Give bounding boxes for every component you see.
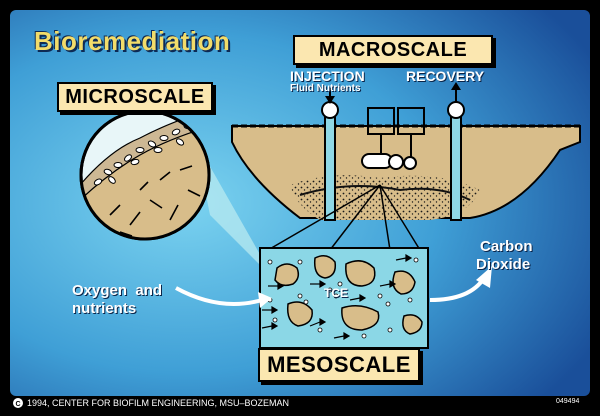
page-title: Bioremediation xyxy=(34,26,231,56)
carbon-label-line2: Dioxide xyxy=(476,256,531,273)
oxygen-label-line1: Oxygen and xyxy=(72,282,163,299)
oxygen-label-line2: nutrients xyxy=(72,300,137,317)
copyright-text: 1994, CENTER FOR BIOFILM ENGINEERING, MS… xyxy=(27,398,290,408)
microscale-magnifier xyxy=(79,109,211,241)
fluid-nutrients-label: Fluid Nutrients xyxy=(290,83,361,94)
svg-text:C: C xyxy=(15,401,20,408)
macroscale-label: MACROSCALE xyxy=(293,35,493,65)
mesoscale-panel xyxy=(259,247,429,349)
ground-cross-section xyxy=(231,124,581,220)
slide-id: 049494 xyxy=(556,398,580,405)
carbon-dioxide-arrow xyxy=(429,266,492,302)
tce-label: TCE xyxy=(324,286,348,300)
copyright-icon xyxy=(13,398,23,408)
zoom-lines xyxy=(267,184,421,251)
recovery-well xyxy=(447,82,465,221)
carbon-label-line1: Carbon xyxy=(480,238,533,255)
injection-label: INJECTION xyxy=(290,68,365,84)
microscale-label: MICROSCALE xyxy=(57,82,213,112)
surface-equipment xyxy=(361,107,425,170)
injection-well xyxy=(321,88,339,221)
recovery-label: RECOVERY xyxy=(406,68,485,84)
mesoscale-label: MESOSCALE xyxy=(258,348,420,382)
oxygen-arrow xyxy=(175,286,272,308)
